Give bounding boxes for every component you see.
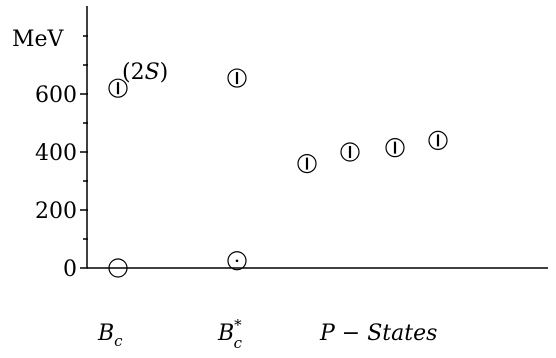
y-tick-label: 600 [35, 83, 77, 108]
data-point [297, 154, 317, 174]
data-point [108, 78, 128, 98]
category-label: B*c [217, 316, 243, 352]
data-point [428, 130, 448, 150]
y-ticks: 0 200 400 600 [35, 35, 88, 282]
y-tick-label: 200 [35, 199, 77, 224]
data-point [340, 142, 360, 162]
point-circle [227, 251, 247, 271]
point-circle [108, 78, 128, 98]
y-axis-label: MeV [12, 27, 65, 52]
data-points [108, 68, 448, 278]
y-tick-label: 400 [35, 141, 77, 166]
point-center-dot [235, 259, 239, 263]
point-circle [108, 258, 128, 278]
category-label: Bc [97, 321, 123, 350]
annotation-label: (2S) [122, 60, 168, 85]
data-point [385, 138, 405, 158]
axes [86, 6, 548, 269]
data-point [227, 68, 247, 88]
point-circle [340, 142, 360, 162]
point-circle [297, 154, 317, 174]
category-label: P − States [319, 321, 437, 346]
point-circle [428, 130, 448, 150]
y-tick-label: 0 [63, 257, 77, 282]
point-circle [385, 138, 405, 158]
data-point [108, 258, 128, 278]
labels: MeV (2S) Bc B*c P − States [12, 27, 437, 352]
point-circle [227, 68, 247, 88]
data-point [227, 251, 247, 271]
